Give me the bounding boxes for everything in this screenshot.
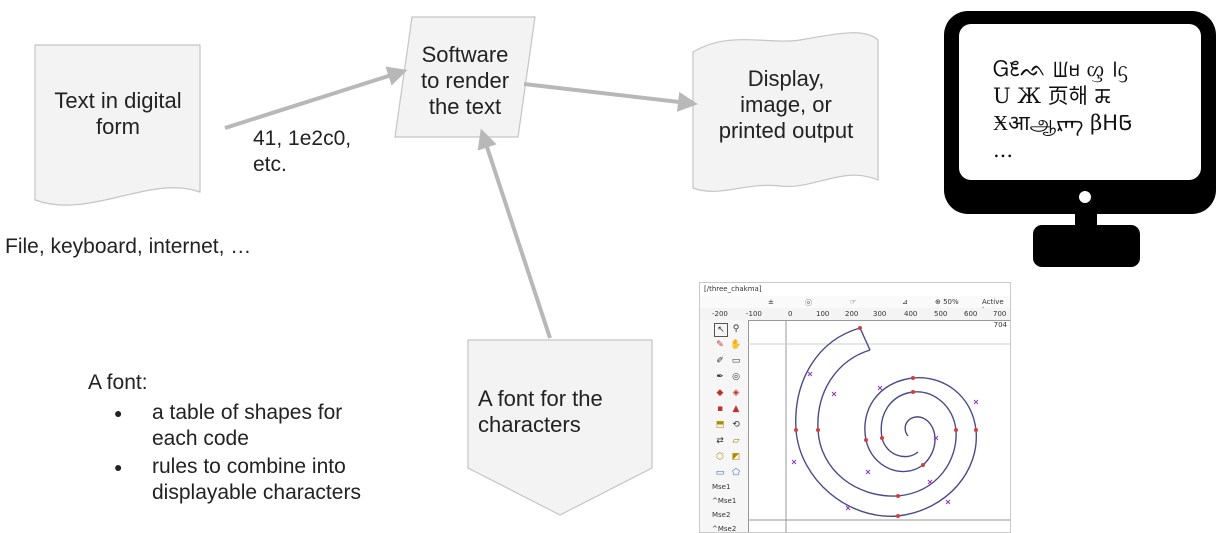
scale-tool-icon[interactable]: ⬒ [715,420,725,430]
script-line: ... [993,138,1014,162]
pointer-tool-icon[interactable]: ↖ [714,323,728,337]
ruler-tick: 700 [993,310,1007,318]
ruler-tick: -200 [712,310,728,318]
script-line: U Ж 页해 ꯘ [993,84,1112,108]
skew-tool-icon[interactable]: ▱ [732,436,740,446]
ruler-tick: 300 [873,310,887,318]
knife-tool-icon[interactable]: ✐ [716,356,724,366]
text-digital-document-shape [34,44,201,206]
info-item: ⊿ [902,298,908,306]
font-definition-bullet: rules to combine into displayable charac… [114,454,361,506]
scroll-tool-icon[interactable]: ✋ [730,340,742,350]
font-for-characters-label: A font for the characters [478,386,603,437]
rectangle-tool-icon[interactable]: ▭ [715,468,725,478]
font-definition-title: A font: [88,371,148,394]
edge-label-code-points: 41, 1e2c0, etc. [253,127,352,176]
script-line: Ꮐ𖫃ᨒ ꡆᥛ ᦐ ꫰ᦓ [993,57,1128,81]
display-label: Display, image, or printed output [718,66,854,143]
layer-label: ^Mse2 [712,525,737,533]
font-definition-list: a table of shapes for each code rules to… [88,400,361,506]
monitor-script-samples: Ꮐ𖫃ᨒ ꡆᥛ ᦐ ꫰ᦓ U Ж 页해 ꯘ Ӿआஆᠷᡢ βᕼ𞤀 ... [993,56,1163,164]
freehand-tool-icon[interactable]: ✎ [716,340,724,350]
monitor-stand [1033,225,1140,267]
tangent-point-tool-icon[interactable]: ▲ [732,404,740,414]
ruler-tick: 200 [845,310,859,318]
layer-label: Mse2 [712,511,731,519]
3d-rotate-tool-icon[interactable]: ⬡ [716,452,724,462]
font-definition: A font: a table of shapes for each code … [88,370,361,508]
flip-tool-icon[interactable]: ⇄ [716,436,724,446]
arrow-software-to-display [523,82,698,112]
ruler-tick: 400 [904,310,918,318]
ruler-tick: 600 [964,310,978,318]
corner-point-tool-icon[interactable]: ▪ [716,404,724,414]
magnify-tool-icon[interactable]: ⚲ [732,324,740,334]
fontforge-glyph-editor: [/three_chakma] ± ⓞ ☞ ⊿ ⊕ 50% Active La … [699,282,1011,533]
arrow-font-to-software [477,128,552,339]
arrow-text-to-software [224,66,408,130]
sources-label: File, keyboard, internet, … [5,235,252,258]
corner-value: 704 [993,321,1007,329]
software-label: Software to render the text [420,42,510,119]
ruler-tick: 0 [788,310,793,318]
spiral-glyph-outline [748,320,1010,532]
info-item: ± [768,298,774,306]
monitor-power-dot [1079,191,1091,203]
info-item: ⓞ [805,299,812,307]
script-line: Ӿआஆᠷᡢ βᕼ𞤀 [993,111,1133,135]
fontforge-window-title: [/three_chakma] [704,285,762,293]
ruler-tool-icon[interactable]: ▭ [731,356,741,366]
polygon-tool-icon[interactable]: ⬠ [732,468,740,478]
ruler-tick: -100 [746,310,762,318]
rotate-tool-icon[interactable]: ⟲ [732,420,740,430]
spiro-tool-icon[interactable]: ◎ [732,372,740,382]
hv-point-tool-icon[interactable]: ◈ [732,388,740,398]
zoom-readout: ⊕ 50% [935,298,959,306]
fontforge-toolbox: ↖ ⚲ ✎ ✋ ✐ ▭ ✒ ◎ ◆ ◈ ▪ ▲ ⬒ ⟲ ⇄ ▱ ⬡ ◩ ▭ ⬠ … [700,320,749,532]
monitor-screen [959,24,1201,180]
text-digital-label: Text in digital form [54,88,182,139]
info-item: ☞ [850,298,857,306]
layer-label: ^Mse1 [712,497,737,505]
ruler-tick: 100 [816,310,830,318]
font-definition-bullet: a table of shapes for each code [114,400,361,452]
perspective-tool-icon[interactable]: ◩ [731,452,741,462]
pen-tool-icon[interactable]: ✒ [716,372,724,382]
font-pentagon-shape [467,339,653,516]
curve-point-tool-icon[interactable]: ◆ [716,388,724,398]
software-trapezoid-shape [394,16,536,138]
display-tape-shape [692,32,879,192]
layer-label: Mse1 [712,483,731,491]
ruler-tick: 500 [934,310,948,318]
fontforge-ruler: -200 -100 0 100 200 300 400 500 600 700 [700,308,1010,321]
glyph-canvas[interactable]: 704 [748,320,1010,532]
